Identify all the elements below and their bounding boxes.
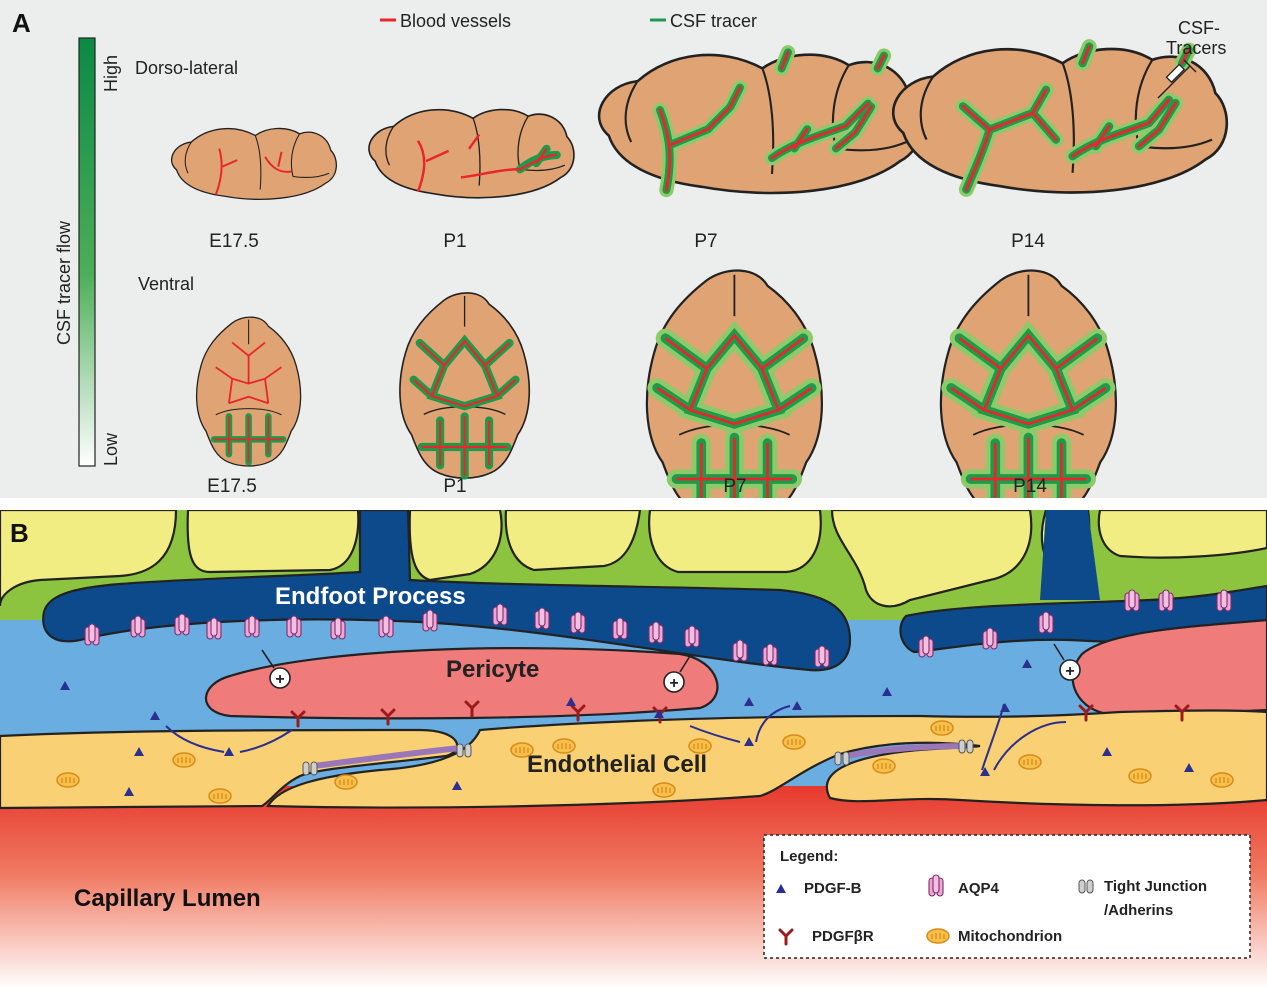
pdgf-signaling-arrows: [165, 703, 1067, 771]
capillary-lumen-label: Capillary Lumen: [74, 885, 261, 912]
tracer-syringe-icon: [1157, 59, 1197, 99]
mitochondrion-legend-label: Mitochondrion: [958, 928, 1062, 945]
junction-strand-left: [313, 745, 461, 769]
activation-plus-icons: + + +: [261, 643, 1081, 693]
brain-lateral-p14: [891, 39, 1229, 197]
aqp4-legend-label: AQP4: [958, 880, 1000, 897]
brain-lateral-e17-5: [170, 127, 338, 200]
endfoot-process-label: Endfoot Process: [275, 583, 466, 610]
brain-ventral-p14: [939, 269, 1118, 528]
junction-strand-right: [845, 743, 967, 759]
brain-ventral-p1: [399, 292, 531, 480]
tight-junction-legend-label-1: Tight Junction: [1104, 878, 1207, 895]
panel-a: A Blood vessels CSF tracer CSF tracer fl…: [0, 0, 1267, 528]
aqp4-legend-icon: [928, 874, 944, 897]
panel-b: Endfoot Process Pericyte Endothelial Cel…: [0, 498, 1267, 989]
blood-vessels-legend-label: Blood vessels: [400, 11, 511, 31]
pdgf-b-legend-icon: [776, 884, 786, 893]
panel-separator: [0, 498, 1267, 510]
stage-label-top-2: P1: [443, 231, 466, 252]
csf-tracer-legend-label: CSF tracer: [670, 11, 757, 31]
colorbar-gradient: [78, 37, 96, 467]
panel-a-letter: A: [12, 8, 31, 38]
svg-text:+: +: [1065, 663, 1074, 680]
panel-b-legend: Legend: PDGF-B AQP4 Tight Junction /Adhe…: [763, 834, 1251, 959]
stage-label-top-1: E17.5: [209, 231, 259, 252]
csf-flow-colorbar: CSF tracer flow High Low: [54, 37, 121, 467]
brain-lateral-p7: [597, 45, 922, 198]
panel-a-legend: Blood vessels CSF tracer: [380, 11, 757, 31]
brain-ventral-p7: [645, 269, 824, 528]
dorso-lateral-label: Dorso-lateral: [135, 58, 238, 78]
legend-box: [763, 834, 1251, 959]
brain-ventral-e17-5: [195, 316, 302, 467]
colorbar-title: CSF tracer flow: [54, 220, 74, 345]
stage-label-bottom-2: P1: [443, 476, 466, 497]
pdgf-b-legend-label: PDGF-B: [804, 880, 862, 897]
stage-label-bottom-1: E17.5: [207, 476, 257, 497]
pericyte-cell: [204, 647, 719, 720]
astrocyte-cells: [0, 508, 1267, 608]
colorbar-low-label: Low: [101, 432, 121, 466]
svg-text:+: +: [669, 675, 678, 692]
pdgfbr-legend-label: PDGFβR: [812, 928, 874, 945]
endothelial-cells: [0, 709, 1267, 810]
stage-label-bottom-4: P14: [1013, 476, 1047, 497]
tight-junction-legend-label-2: /Adherins: [1104, 902, 1173, 919]
pericyte-label: Pericyte: [446, 656, 539, 683]
stage-label-top-3: P7: [694, 231, 717, 252]
brain-lateral-p1: [368, 108, 575, 199]
ventral-label: Ventral: [138, 274, 194, 294]
endothelial-cell-label: Endothelial Cell: [527, 751, 707, 778]
mitochondrion-legend-icon: [926, 928, 950, 944]
panel-b-letter: B: [10, 518, 29, 548]
colorbar-high-label: High: [101, 55, 121, 92]
injection-label-line2: Tracers: [1166, 38, 1226, 58]
legend-title: Legend:: [780, 848, 838, 865]
stage-label-bottom-3: P7: [723, 476, 746, 497]
svg-text:+: +: [275, 671, 284, 688]
stage-label-top-4: P14: [1011, 231, 1045, 252]
injection-label-line1: CSF-: [1178, 18, 1220, 38]
